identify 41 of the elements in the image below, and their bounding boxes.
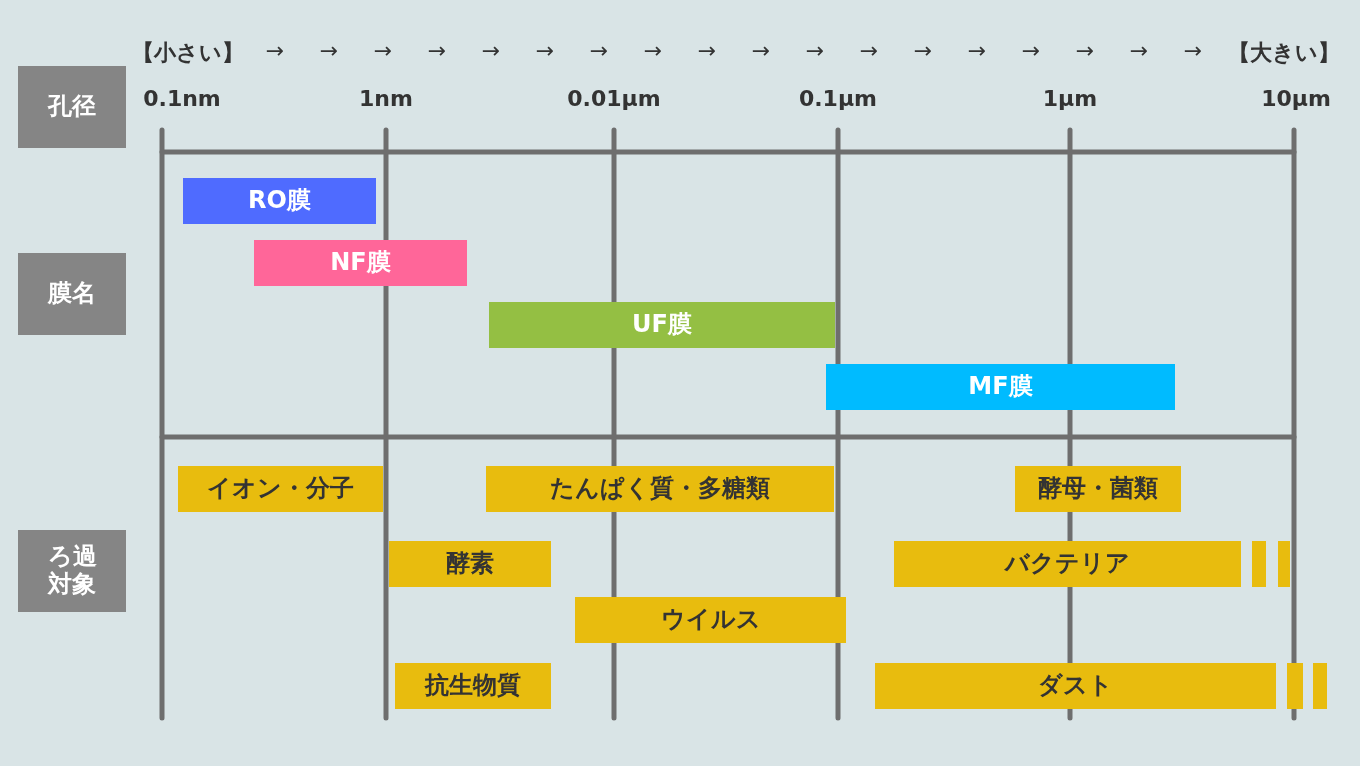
row-header: 孔径: [18, 66, 126, 148]
scale-end-label: 【大きい】: [1228, 39, 1340, 67]
tick-label: 1μm: [1042, 86, 1098, 111]
direction-arrow: →: [859, 38, 879, 63]
direction-arrow: →: [1021, 38, 1041, 63]
range-bar: 抗生物質: [395, 663, 551, 709]
direction-arrow: →: [535, 38, 555, 63]
range-bar: バクテリア: [894, 541, 1241, 587]
tick-label: 0.1nm: [143, 86, 221, 111]
tick-label: 1nm: [359, 86, 413, 111]
tick-label: 0.01μm: [567, 86, 661, 111]
membrane-bar: NF膜: [254, 240, 467, 286]
range-bar: ダスト: [875, 663, 1276, 709]
range-bar: イオン・分子: [178, 466, 383, 512]
direction-arrow: →: [265, 38, 285, 63]
direction-arrow: →: [319, 38, 339, 63]
membrane-bar: MF膜: [826, 364, 1175, 410]
direction-arrow: →: [427, 38, 447, 63]
direction-arrow: →: [643, 38, 663, 63]
direction-arrow: →: [751, 38, 771, 63]
direction-arrow: →: [967, 38, 987, 63]
direction-arrow: →: [913, 38, 933, 63]
tick-label: 10μm: [1261, 86, 1331, 111]
tick-label: 0.1μm: [798, 86, 878, 111]
direction-arrow: →: [1129, 38, 1149, 63]
direction-arrow: →: [589, 38, 609, 63]
direction-arrow: →: [805, 38, 825, 63]
direction-arrow: →: [373, 38, 393, 63]
direction-arrow: →: [1183, 38, 1203, 63]
range-bar: ウイルス: [575, 597, 846, 643]
membrane-bar: RO膜: [183, 178, 376, 224]
range-bar: 酵素: [389, 541, 551, 587]
row-header: ろ過対象: [18, 530, 126, 612]
row-header: 膜名: [18, 253, 126, 335]
direction-arrow: →: [697, 38, 717, 63]
range-bar: 酵母・菌類: [1015, 466, 1181, 512]
range-bar: たんぱく質・多糖類: [486, 466, 834, 512]
scale-end-label: 【小さい】: [132, 39, 244, 67]
direction-arrow: →: [1075, 38, 1095, 63]
membrane-bar: UF膜: [489, 302, 835, 348]
direction-arrow: →: [481, 38, 501, 63]
